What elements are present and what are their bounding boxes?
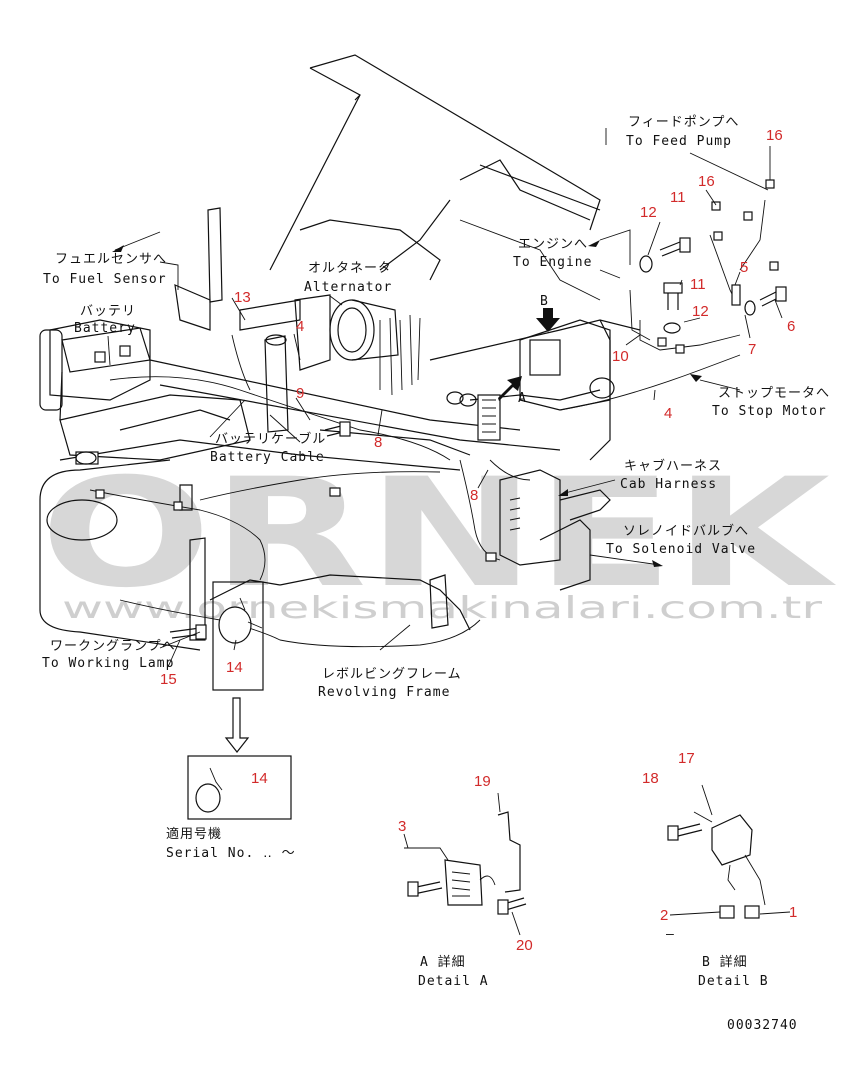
- label-feed-pump-jp: フィードポンプへ: [628, 115, 739, 130]
- label-engine-en: To Engine: [513, 255, 592, 270]
- label-stop-motor-en: To Stop Motor: [712, 404, 827, 419]
- callout-14-main: 14: [226, 659, 243, 676]
- label-cab-harness-en: Cab Harness: [620, 477, 717, 492]
- callout-2: 2: [660, 907, 668, 924]
- callout-9: 9: [296, 385, 304, 402]
- label-view-a: A: [518, 391, 527, 406]
- callout-20: 20: [516, 937, 533, 954]
- part-callouts: 1 2 3 4 4 5 6 7 8 8 9 10 11 11 12 12 13 …: [160, 127, 797, 954]
- callout-8-left: 8: [374, 434, 382, 451]
- label-engine-jp: エンジンへ: [518, 237, 588, 252]
- callout-3: 3: [398, 818, 406, 835]
- label-cab-harness-jp: キャブハーネス: [624, 458, 722, 474]
- label-arrows: [107, 128, 769, 651]
- label-serial-en: Serial No. ‥ ～: [166, 846, 296, 861]
- label-working-lamp-en: To Working Lamp: [42, 656, 174, 671]
- callout-1: 1: [789, 904, 797, 921]
- label-view-b: B: [540, 294, 549, 309]
- view-markers: [498, 308, 560, 401]
- watermark-url: www.ornekismakinalari.com.tr: [62, 591, 823, 626]
- callout-13: 13: [234, 289, 251, 306]
- label-fuel-sensor-jp: フュエルセンサへ: [55, 252, 167, 267]
- label-solenoid-valve-jp: ソレノイドバルブへ: [623, 523, 749, 539]
- callout-8-right: 8: [470, 487, 478, 504]
- detail-a-drawing: [404, 811, 527, 915]
- label-detail-b-en: Detail B: [698, 974, 769, 989]
- machine-drawing: [39, 54, 787, 651]
- callout-19: 19: [474, 773, 491, 790]
- label-serial-jp: 適用号機: [166, 826, 222, 842]
- callout-6: 6: [787, 318, 795, 335]
- detail-b-drawing: [667, 784, 766, 919]
- label-battery-jp: バッテリ: [80, 304, 136, 319]
- label-stop-motor-jp: ストップモータへ: [718, 386, 830, 401]
- label-detail-b-jp: B 詳細: [702, 954, 748, 970]
- label-revolving-frame-jp: レボルビングフレーム: [322, 667, 462, 682]
- watermark: ORNEK www.ornekismakinalari.com.tr: [40, 447, 836, 626]
- callout-12-upper: 12: [640, 204, 657, 221]
- label-dash: –: [666, 927, 675, 942]
- callout-4-upper: 4: [296, 318, 304, 335]
- callout-15: 15: [160, 671, 177, 688]
- callout-14-detail: 14: [251, 770, 268, 787]
- leader-lines: [167, 146, 791, 936]
- label-working-lamp-jp: ワークングランプへ: [50, 639, 176, 654]
- label-battery-en: Battery: [74, 321, 136, 336]
- label-fuel-sensor-en: To Fuel Sensor: [43, 272, 167, 287]
- callout-16-lower: 16: [698, 173, 715, 190]
- label-alternator-jp: オルタネータ: [308, 261, 392, 276]
- callout-12-lower: 12: [692, 303, 709, 320]
- callout-18: 18: [642, 770, 659, 787]
- callout-7: 7: [748, 341, 756, 358]
- label-battery-cable-en: Battery Cable: [210, 450, 325, 465]
- label-detail-a-jp: A 詳細: [420, 954, 466, 970]
- label-detail-a-en: Detail A: [418, 974, 489, 989]
- label-revolving-frame-en: Revolving Frame: [318, 685, 450, 700]
- detail-horn-box: [187, 581, 292, 820]
- callout-4-lower: 4: [664, 405, 672, 422]
- callout-11-upper: 11: [670, 189, 686, 206]
- callout-5: 5: [740, 259, 748, 276]
- label-battery-cable-jp: バッテリケーブル: [215, 431, 326, 447]
- callout-17: 17: [678, 750, 695, 767]
- labels: フュエルセンサへ To Fuel Sensor バッテリ Battery オルタ…: [42, 115, 830, 1033]
- callout-16-upper: 16: [766, 127, 783, 144]
- watermark-brand: ORNEK: [40, 447, 836, 621]
- label-alternator-en: Alternator: [304, 280, 392, 295]
- label-feed-pump-en: To Feed Pump: [626, 134, 732, 149]
- label-solenoid-valve-en: To Solenoid Valve: [606, 542, 756, 557]
- callout-11-lower: 11: [690, 276, 706, 293]
- drawing-number: 00032740: [727, 1018, 798, 1033]
- callout-10: 10: [612, 348, 629, 365]
